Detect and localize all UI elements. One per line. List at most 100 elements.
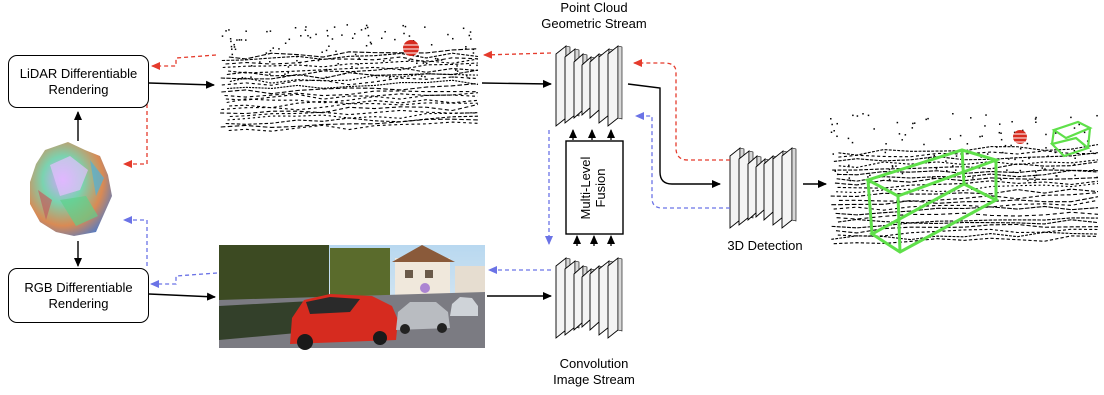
scan-point — [1019, 169, 1022, 172]
scan-point — [326, 29, 328, 32]
scan-point — [852, 114, 854, 117]
scan-point — [1014, 158, 1016, 161]
scan-point — [408, 35, 411, 37]
scan-point — [465, 48, 467, 50]
scan-point — [912, 122, 914, 125]
conv-layer — [598, 48, 610, 124]
scan-point — [1078, 123, 1080, 126]
scan-point — [848, 177, 851, 179]
conv-layer — [607, 257, 619, 339]
image-encoder-layers — [555, 257, 623, 339]
scan-point — [1019, 148, 1022, 150]
scan-point — [331, 38, 334, 40]
rgb-rendering-box: RGB Differentiable Rendering — [8, 268, 149, 323]
scan-point — [265, 52, 268, 54]
lidar-scan-image — [218, 22, 480, 136]
scan-point — [341, 34, 343, 36]
scan-point — [891, 166, 894, 168]
scan-point — [304, 29, 307, 31]
scan-point — [424, 26, 426, 28]
scan-point — [1035, 171, 1037, 173]
scan-point — [1047, 155, 1049, 157]
scan-point — [250, 65, 253, 67]
scan-point — [306, 64, 308, 67]
scan-point — [1074, 157, 1076, 159]
scan-point — [420, 75, 423, 77]
scan-line — [831, 219, 1099, 229]
scan-point — [1035, 174, 1038, 177]
scan-point — [382, 60, 385, 62]
scan-point — [403, 32, 405, 35]
scan-line — [226, 66, 479, 77]
scan-point — [424, 75, 426, 78]
scan-point — [354, 53, 357, 56]
scan-point — [1035, 116, 1037, 119]
scan-point — [283, 76, 285, 78]
scan-point — [351, 66, 353, 68]
scan-point — [931, 177, 934, 179]
scan-point — [325, 49, 328, 52]
scan-point — [867, 176, 869, 178]
scan-line — [229, 99, 479, 109]
scan-point — [233, 46, 236, 48]
scan-point — [434, 57, 437, 60]
scan-point — [1074, 174, 1076, 177]
scan-point — [896, 121, 899, 124]
scan-point — [221, 35, 224, 37]
scan-point — [287, 66, 290, 68]
scan-point — [1011, 120, 1013, 123]
scan-point — [370, 43, 373, 45]
flow-arrows — [74, 79, 827, 301]
scan-point — [891, 165, 894, 167]
scan-line — [835, 223, 1099, 234]
scan-point — [440, 59, 443, 61]
scan-point — [1002, 151, 1004, 154]
scan-point — [465, 46, 467, 48]
scan-point — [952, 165, 954, 167]
scan-point — [1070, 116, 1072, 119]
conv-layer — [598, 260, 610, 336]
scan-line — [836, 211, 1099, 220]
scan-point — [462, 27, 465, 30]
scan-point — [230, 40, 232, 43]
scan-point — [337, 62, 339, 65]
scan-point — [366, 26, 369, 29]
scan-line — [228, 48, 479, 60]
scan-point — [1006, 169, 1008, 171]
scan-point — [927, 161, 930, 164]
scan-point — [357, 63, 359, 66]
scan-point — [1034, 179, 1036, 182]
scan-point — [927, 117, 929, 120]
lidar-rendering-box: LiDAR Differentiable Rendering — [8, 55, 149, 108]
scan-line — [833, 152, 1099, 163]
scan-point — [404, 25, 407, 28]
scan-point — [425, 62, 428, 65]
scan-point — [1034, 118, 1037, 120]
scan-point — [923, 143, 925, 146]
scan-line — [229, 73, 479, 84]
scan-line — [226, 94, 479, 104]
scan-point — [985, 114, 987, 116]
scan-point — [230, 45, 233, 48]
scan-line — [220, 118, 479, 129]
scan-point — [454, 69, 457, 71]
scan-line — [221, 82, 479, 95]
scan-point — [384, 53, 386, 56]
scan-point — [1096, 114, 1098, 117]
scan-point — [269, 49, 272, 52]
scan-point — [1083, 131, 1086, 134]
scan-point — [351, 37, 354, 39]
scan-point — [1027, 179, 1029, 182]
scan-point — [333, 26, 336, 28]
scan-point — [300, 35, 302, 37]
scan-point — [354, 71, 356, 74]
scan-point — [394, 38, 396, 41]
scan-point — [1054, 132, 1057, 134]
scan-point — [364, 27, 367, 30]
conv-layer — [738, 150, 750, 226]
scan-point — [469, 64, 471, 66]
scan-point — [1028, 157, 1030, 160]
scan-point — [469, 31, 472, 33]
conv-layer — [555, 257, 567, 339]
scan-point — [830, 118, 832, 120]
